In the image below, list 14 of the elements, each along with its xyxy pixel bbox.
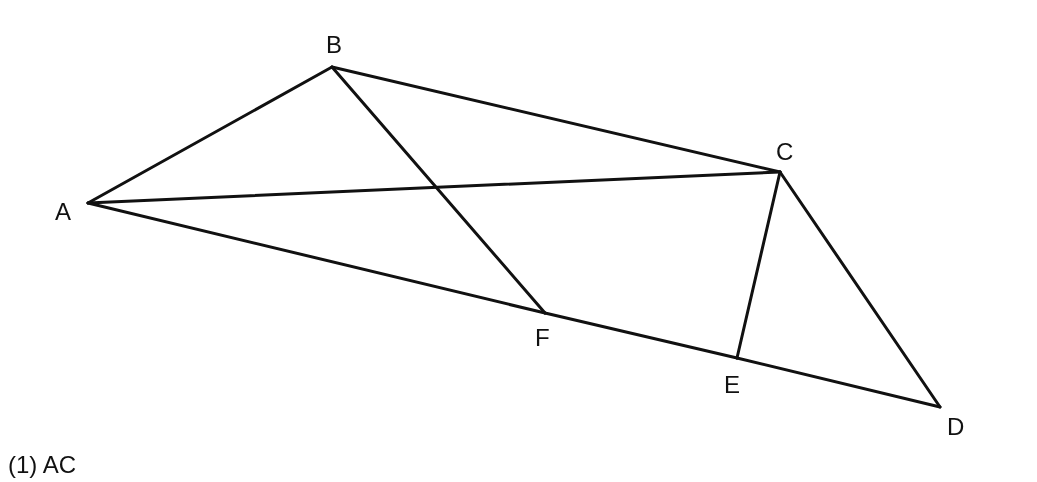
line-segment: [778, 170, 942, 409]
line-segment: [330, 65, 547, 315]
point-label: E: [724, 373, 740, 397]
question-text: (1) AC: [8, 452, 76, 478]
point-label: D: [947, 415, 965, 439]
point-label: C: [776, 140, 794, 164]
line-segment: [543, 311, 739, 360]
point-label: A: [55, 200, 71, 224]
line-segment: [735, 356, 942, 409]
point-label: F: [535, 326, 550, 350]
line-segment: [735, 170, 782, 360]
point-label: B: [326, 33, 342, 57]
line-segment: [86, 201, 547, 315]
line-segment: [86, 170, 782, 205]
